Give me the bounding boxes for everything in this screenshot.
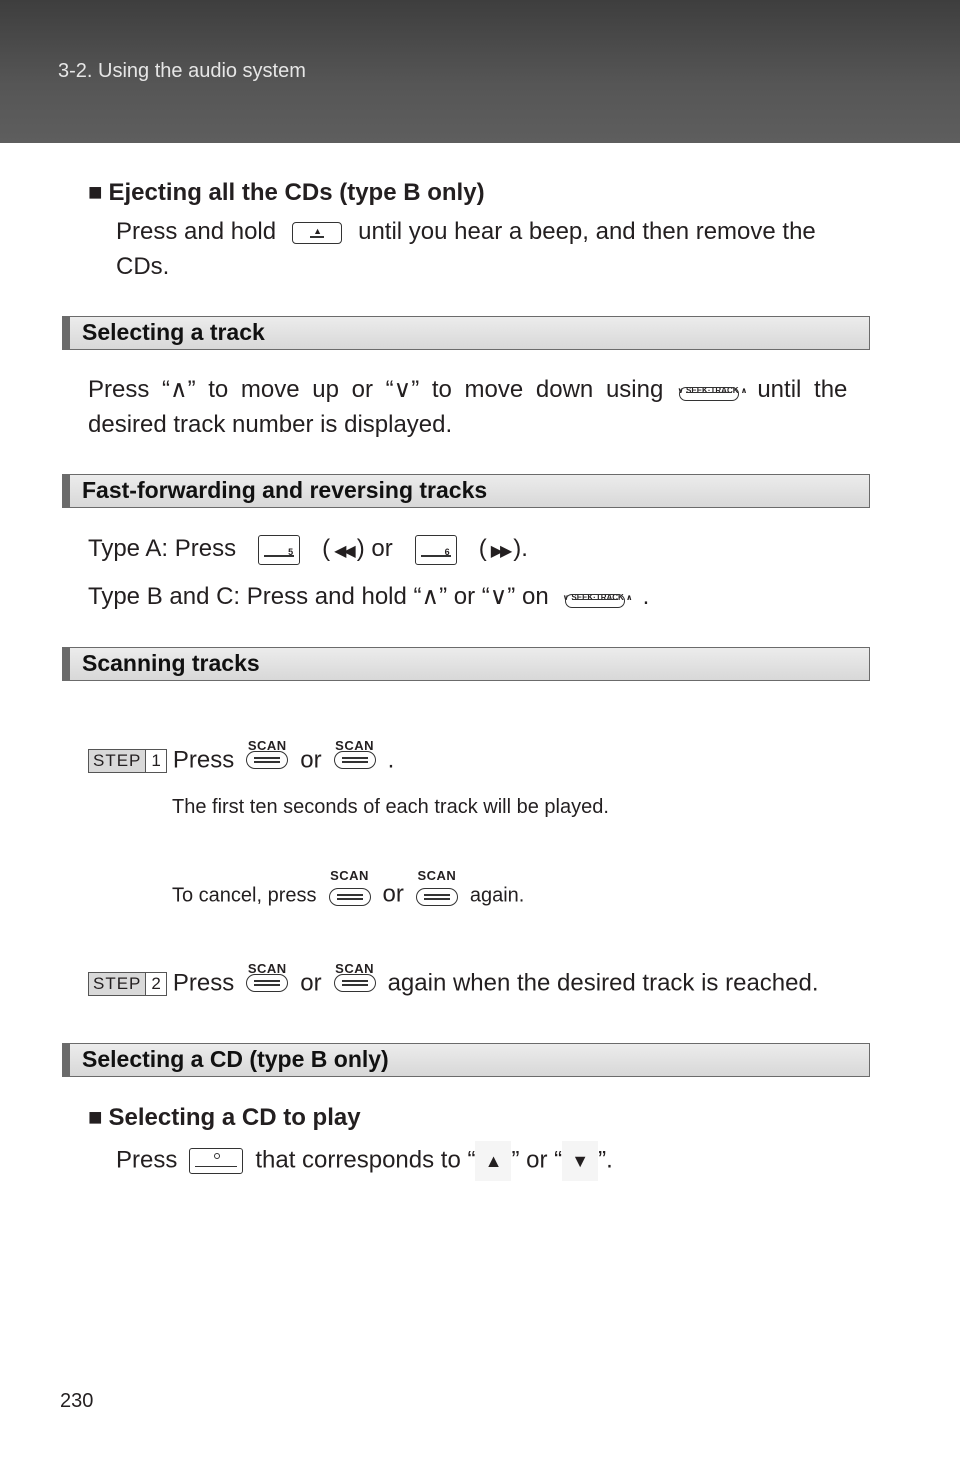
- page-number: 230: [60, 1390, 94, 1412]
- preset-5-button-icon: 5: [258, 534, 301, 565]
- scan-button-icon: SCAN: [244, 954, 290, 998]
- up-arrow-icon: ▲: [475, 1141, 512, 1181]
- scan-button-icon: SCAN: [332, 954, 378, 998]
- eject-button-icon: ▲: [292, 221, 343, 244]
- section-bar-selecting-cd: Selecting a CD (type B only): [62, 1043, 870, 1077]
- section-bar-fast-forward: Fast-forwarding and reversing tracks: [62, 474, 870, 508]
- page-header: 3-2. Using the audio system: [0, 0, 960, 143]
- section-title: 3-2. Using the audio system: [58, 60, 306, 82]
- fast-forward-type-bc: Type B and C: Press and hold “∧” or “∨” …: [88, 582, 649, 613]
- ejecting-line-2: CDs.: [116, 253, 170, 280]
- section-bar-scanning: Scanning tracks: [62, 647, 870, 681]
- ejecting-line-1: Press and hold▲until you hear a beep, an…: [116, 218, 816, 245]
- seek-track-button-icon: ∨ SEEK·TRACK ∧: [563, 583, 633, 613]
- preset-6-button-icon: 6: [414, 534, 457, 565]
- section-bar-selecting-track: Selecting a track: [62, 316, 870, 350]
- scan-button-icon: SCAN: [244, 731, 290, 775]
- scan-button-icon: SCAN: [332, 731, 378, 775]
- disc-select-button-icon: [189, 1148, 244, 1174]
- fast-forward-icon: ▶▶: [490, 543, 513, 560]
- selecting-track-line-1: Press “∧” to move up or “∨” to move down…: [88, 375, 847, 406]
- square-bullet-icon: ■: [88, 179, 103, 206]
- down-arrow-icon: ▼: [562, 1141, 599, 1181]
- scanning-note-1: The first ten seconds of each track will…: [172, 796, 609, 818]
- subheading-selecting-cd: ■Selecting a CD to play: [88, 1104, 361, 1131]
- scan-button-icon: SCAN: [327, 868, 373, 912]
- square-bullet-icon: ■: [88, 1104, 103, 1131]
- subheading-ejecting: ■Ejecting all the CDs (type B only): [88, 179, 485, 206]
- rewind-icon: ◀◀: [334, 543, 356, 560]
- seek-track-button-icon: ∨ SEEK·TRACK ∧: [677, 376, 747, 406]
- scan-button-icon: SCAN: [414, 868, 460, 912]
- selecting-track-line-2: desired track number is displayed.: [88, 411, 453, 438]
